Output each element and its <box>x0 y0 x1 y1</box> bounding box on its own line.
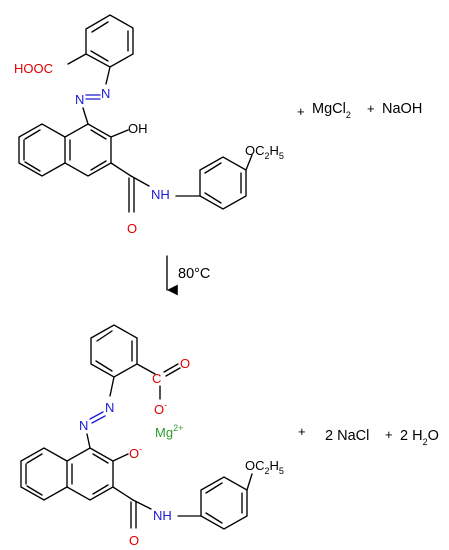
product-azo-double-a <box>89 411 104 420</box>
reactant-molecule: HOOC N N OH O NH <box>14 14 284 236</box>
carboxylate-bond <box>136 363 156 375</box>
reagent-plus-1: + <box>297 104 305 119</box>
amide-nh-label: NH <box>151 187 170 202</box>
azo-n1-label: N <box>75 92 84 107</box>
product-amide-n-bond <box>132 499 152 510</box>
magnesium-ion-label: Mg2+ <box>155 423 183 440</box>
carboxylate-double-b <box>165 367 181 377</box>
azo-n2-label: N <box>101 86 110 101</box>
byproduct-plus-1: + <box>298 424 306 439</box>
product-azo-n1-label: N <box>79 418 88 433</box>
oet-label: OC2H5 <box>245 143 284 161</box>
cooh-label: HOOC <box>14 61 53 76</box>
product-azo-double-b <box>91 415 106 424</box>
carboxylate-c-label: C <box>152 371 161 386</box>
carboxylate-o1-label: O <box>180 356 190 371</box>
product-benzoate-ring <box>90 324 138 378</box>
reagent-plus-2: + <box>367 101 375 116</box>
ethoxyphenyl-ring <box>199 156 247 210</box>
product-azo-naph-bond <box>86 433 91 449</box>
product-azo-n2-label: N <box>105 400 114 415</box>
nacl-label: 2 NaCl <box>325 428 369 444</box>
benzoic-ring <box>85 14 134 68</box>
water-label: 2 H2O <box>400 428 439 447</box>
amide-o-label: O <box>127 221 137 236</box>
carboxylate-o2-label: O- <box>154 400 167 417</box>
product-amide-o-label: O <box>129 533 139 548</box>
product-naphthalene-rings <box>20 447 114 501</box>
product-ethoxyphenyl-ring <box>200 476 248 530</box>
naoh-label: NaOH <box>382 101 422 117</box>
byproduct-plus-2: + <box>385 427 393 442</box>
oh-label: OH <box>128 121 148 136</box>
mgcl2-label: MgCl2 <box>312 101 351 120</box>
azo-naph-bond <box>82 107 89 125</box>
product-oet-label: OC2H5 <box>245 458 284 476</box>
phenolate-o-label: O- <box>129 444 142 461</box>
phenolate-bond <box>112 453 129 462</box>
ring-azo-bond <box>105 66 111 85</box>
product-carbonyl-bond <box>112 486 134 501</box>
naphthalene-rings <box>18 123 112 177</box>
oet-bond <box>245 154 253 171</box>
product-amide-nh-label: NH <box>153 508 172 523</box>
oh-bond <box>110 129 129 138</box>
product-molecule: C O O- N N O- Mg2+ O NH <box>20 324 284 548</box>
temperature-label: 80°C <box>178 266 210 282</box>
carboxylate-double-a <box>163 363 179 373</box>
cooh-bond <box>67 53 87 65</box>
carbonyl-bond <box>110 162 132 177</box>
amide-n-bond <box>130 175 150 187</box>
product-ring-azo-bond <box>109 376 115 397</box>
product-oet-bond <box>246 473 253 491</box>
